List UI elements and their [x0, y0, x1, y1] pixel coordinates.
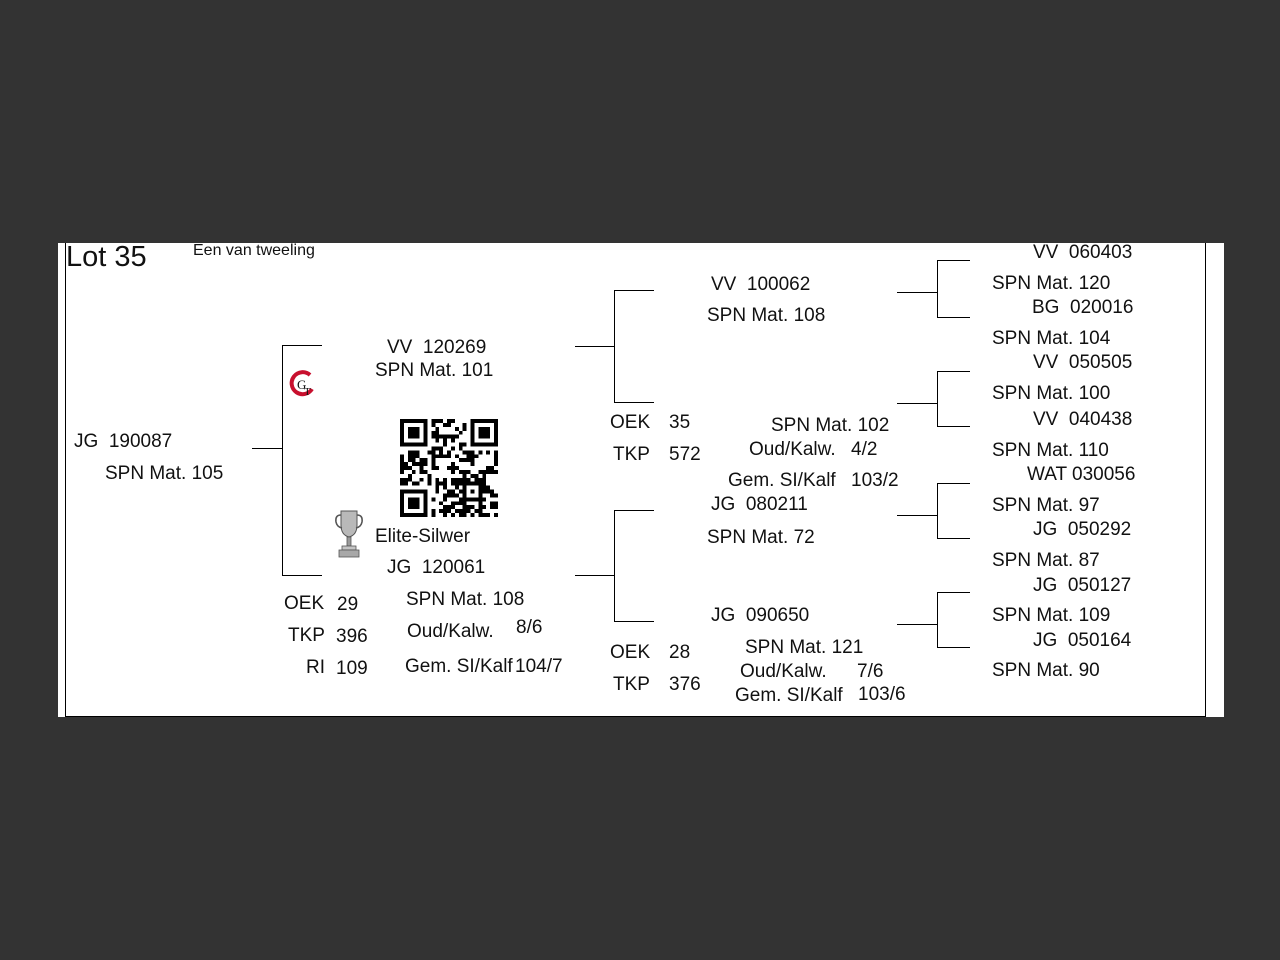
- ggp-6-id: JG 050292: [1033, 519, 1132, 540]
- dam-ri-value: 109: [336, 658, 368, 679]
- ggp-1-mat: SPN Mat. 120: [992, 273, 1111, 294]
- animal-id: JG 190087: [74, 431, 173, 452]
- dam-mat: SPN Mat. 108: [406, 589, 525, 610]
- sire-mat: SPN Mat. 101: [375, 360, 494, 381]
- sire-sire-mat: SPN Mat. 108: [707, 305, 826, 326]
- connector-gen3-c-bottom: [937, 538, 970, 539]
- dam-sire-id: JG 080211: [711, 494, 808, 515]
- connector-gen3-c-top: [937, 483, 970, 484]
- connector-gen3-b-bottom: [937, 426, 970, 427]
- ggp-5-id: WAT 030056: [1027, 464, 1136, 485]
- pedigree-sheet: [58, 243, 1224, 717]
- sire-dam-oek-label: OEK: [610, 412, 651, 433]
- sire-id: VV 120269: [387, 337, 487, 358]
- dam-dam-gem-label: Gem. SI/Kalf: [735, 685, 843, 706]
- ggp-7-id: JG 050127: [1033, 575, 1132, 596]
- sire-dam-tkp-label: TKP: [613, 444, 650, 465]
- connector-sire-dam: [614, 402, 654, 403]
- ggp-8-mat: SPN Mat. 90: [992, 660, 1100, 681]
- sire-dam-mat: SPN Mat. 102: [771, 415, 890, 436]
- dam-dam-id: JG 090650: [711, 605, 810, 626]
- ggp-5-mat: SPN Mat. 97: [992, 495, 1100, 516]
- connector-dam: [282, 575, 322, 576]
- connector-gen3-b-out: [897, 403, 938, 404]
- gt-logo-icon: G T: [289, 370, 314, 398]
- dam-dam-mat: SPN Mat. 121: [745, 637, 864, 658]
- ggp-4-mat: SPN Mat. 110: [992, 440, 1109, 461]
- dam-gem-label: Gem. SI/Kalf: [405, 656, 513, 677]
- connector-dam-parents-vertical: [614, 510, 615, 621]
- svg-text:T: T: [304, 386, 311, 398]
- dam-award: Elite-Silwer: [375, 526, 471, 547]
- sire-dam-oek-value: 35: [669, 412, 691, 433]
- connector-dam-sire: [614, 510, 654, 511]
- dam-dam-oud-label: Oud/Kalw.: [740, 661, 827, 682]
- connector-gen3-c-vertical: [937, 483, 938, 538]
- connector-gen3-b-top: [937, 371, 970, 372]
- connector-sire-sire: [614, 290, 654, 291]
- connector-sire-parents-vertical: [614, 290, 615, 402]
- dam-tkp-label: TKP: [288, 625, 325, 646]
- dam-dam-tkp-value: 376: [669, 674, 701, 695]
- ggp-3-id: VV 050505: [1033, 352, 1133, 373]
- dam-tkp-value: 396: [336, 626, 368, 647]
- connector-gen3-a-bottom: [937, 317, 970, 318]
- left-border: [65, 243, 66, 717]
- dam-dam-tkp-label: TKP: [613, 674, 650, 695]
- connector-dam-out: [575, 575, 614, 576]
- connector-gen3-d-vertical: [937, 592, 938, 647]
- ggp-2-mat: SPN Mat. 104: [992, 328, 1111, 349]
- dam-id: JG 120061: [387, 557, 486, 578]
- ggp-1-id: VV 060403: [1033, 242, 1133, 263]
- ggp-7-mat: SPN Mat. 109: [992, 605, 1111, 626]
- lot-title: Lot 35: [66, 241, 147, 273]
- right-border: [1205, 243, 1206, 717]
- connector-gen3-d-top: [937, 592, 970, 593]
- connector-parents-vertical: [282, 345, 283, 575]
- dam-oek-label: OEK: [284, 593, 325, 614]
- connector-gen3-d-bottom: [937, 647, 970, 648]
- connector-gen3-b-vertical: [937, 371, 938, 426]
- sire-dam-oud-label: Oud/Kalw.: [749, 439, 836, 460]
- connector-gen3-c-out: [897, 515, 938, 516]
- qr-code-icon: [400, 419, 498, 517]
- dam-dam-oud-value: 7/6: [857, 661, 884, 682]
- sire-dam-tkp-value: 572: [669, 444, 701, 465]
- connector-dam-dam: [614, 621, 654, 622]
- lot-note: Een van tweeling: [193, 242, 315, 259]
- connector-gen3-a-top: [937, 260, 970, 261]
- dam-oud-value: 8/6: [516, 617, 543, 638]
- ggp-3-mat: SPN Mat. 100: [992, 383, 1111, 404]
- sire-dam-oud-value: 4/2: [851, 439, 878, 460]
- connector-animal: [252, 448, 282, 449]
- animal-mat: SPN Mat. 105: [105, 463, 224, 484]
- trophy-icon: [335, 510, 363, 558]
- dam-dam-oek-value: 28: [669, 642, 691, 663]
- ggp-2-id: BG 020016: [1032, 297, 1134, 318]
- dam-gem-value: 104/7: [515, 656, 563, 677]
- sire-dam-gem-value: 103/2: [851, 470, 899, 491]
- ggp-6-mat: SPN Mat. 87: [992, 550, 1100, 571]
- dam-oek-value: 29: [337, 594, 359, 615]
- dam-ri-label: RI: [306, 657, 325, 678]
- sire-sire-id: VV 100062: [711, 274, 811, 295]
- connector-sire-out: [575, 346, 614, 347]
- svg-text:G: G: [297, 377, 306, 392]
- sire-dam-gem-label: Gem. SI/Kalf: [728, 470, 836, 491]
- ggp-8-id: JG 050164: [1033, 630, 1132, 651]
- connector-gen3-d-out: [897, 624, 938, 625]
- dam-dam-oek-label: OEK: [610, 642, 651, 663]
- ggp-4-id: VV 040438: [1033, 409, 1133, 430]
- dam-dam-gem-value: 103/6: [858, 684, 906, 705]
- bottom-border: [65, 716, 1206, 717]
- connector-sire: [282, 345, 322, 346]
- dam-oud-label: Oud/Kalw.: [407, 621, 494, 642]
- dam-sire-mat: SPN Mat. 72: [707, 527, 815, 548]
- connector-gen3-a-out: [897, 292, 938, 293]
- connector-gen3-a-vertical: [937, 260, 938, 317]
